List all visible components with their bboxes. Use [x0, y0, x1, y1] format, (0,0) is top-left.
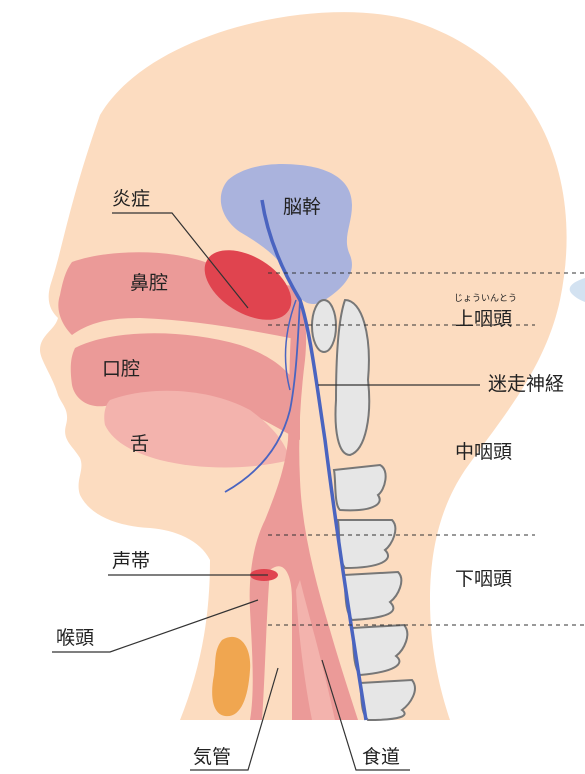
- label-mesopharynx: 中咽頭: [455, 441, 512, 463]
- vertebra: [336, 300, 370, 455]
- label-vocal-cords: 声帯: [112, 550, 150, 572]
- label-esophagus: 食道: [362, 746, 400, 768]
- vertebra: [312, 300, 336, 352]
- label-epipharynx-reading: じょういんとう: [454, 294, 517, 304]
- arrow-tip-shape: [570, 278, 585, 302]
- label-tongue: 舌: [130, 433, 149, 455]
- label-brainstem: 脳幹: [283, 196, 321, 218]
- label-epipharynx: 上咽頭: [455, 308, 512, 330]
- label-vagus-nerve: 迷走神経: [488, 373, 564, 395]
- label-hypopharynx: 下咽頭: [455, 568, 512, 590]
- label-trachea: 気管: [193, 746, 231, 768]
- label-larynx: 喉頭: [56, 627, 94, 649]
- label-inflammation: 炎症: [112, 188, 150, 210]
- label-oral-cavity: 口腔: [102, 358, 140, 380]
- vertebra: [334, 465, 386, 510]
- label-nasal-cavity: 鼻腔: [130, 272, 168, 294]
